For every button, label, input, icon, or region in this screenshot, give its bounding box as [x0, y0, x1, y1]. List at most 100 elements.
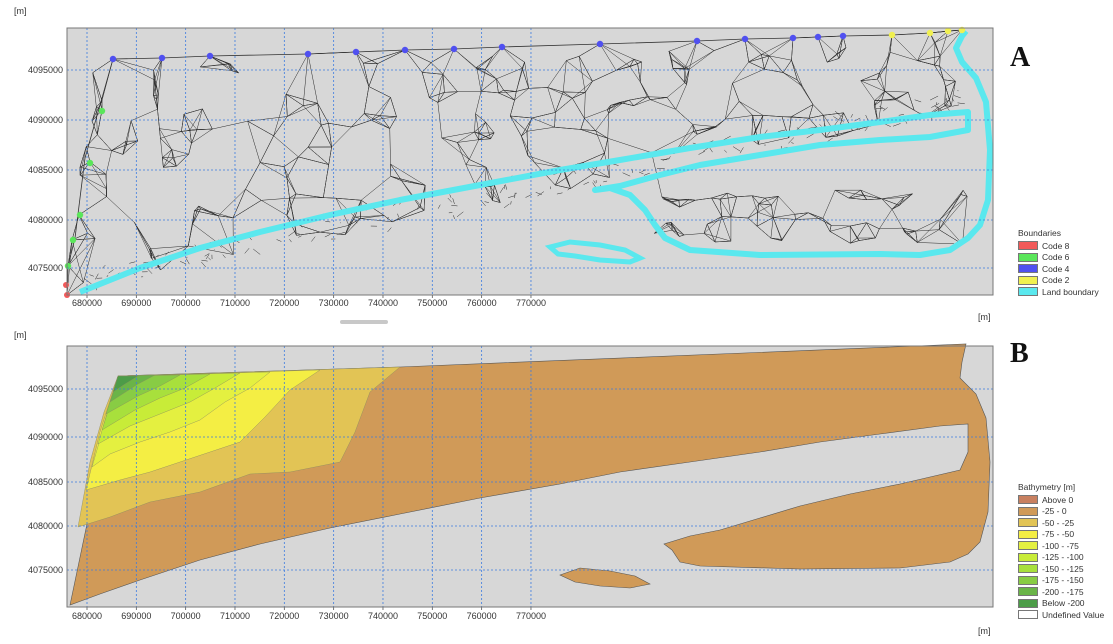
mesh-edge [572, 98, 585, 119]
mesh-edge [181, 129, 198, 132]
mesh-edge [452, 198, 455, 205]
mesh-edge [390, 163, 402, 181]
mesh-edge [748, 54, 762, 63]
mesh-edge [97, 109, 103, 135]
mesh-edge [758, 203, 772, 206]
y-unit-label: [m] [14, 330, 27, 340]
mesh-edge [95, 273, 99, 280]
mesh-edge [371, 115, 381, 121]
legend-item: Code 8 [1018, 240, 1099, 252]
legend-item: Code 2 [1018, 275, 1099, 287]
mesh-edge [714, 216, 723, 243]
mesh-edge [744, 38, 770, 57]
mesh-edge [761, 54, 765, 70]
mesh-edge [289, 198, 297, 236]
y-tick-label: 4085000 [28, 165, 63, 175]
mesh-edge [303, 103, 318, 106]
mesh-edge [421, 62, 432, 73]
mesh-edge [874, 90, 885, 101]
mesh-edge [604, 138, 609, 154]
mesh-edge [429, 74, 444, 98]
mesh-edge [860, 72, 880, 81]
mesh-edge [67, 265, 84, 283]
mesh-edge [485, 122, 491, 139]
mesh-edge [377, 49, 406, 64]
mesh-edge [939, 30, 949, 57]
mesh-edge [537, 191, 545, 197]
mesh-edge [429, 92, 445, 98]
mesh-edge [903, 193, 913, 198]
legend-label: Code 2 [1042, 275, 1070, 286]
mesh-edge [660, 158, 668, 161]
mesh-edge [689, 50, 715, 70]
mesh-edge [707, 216, 722, 225]
legend-label: Code 4 [1042, 263, 1070, 274]
mesh-edge [245, 162, 261, 190]
mesh-edge [886, 34, 893, 66]
mesh-edge [672, 68, 687, 85]
mesh-edge [960, 190, 964, 195]
legend-item: Above 0 [1018, 494, 1104, 506]
mesh-edge [671, 222, 685, 236]
mesh-edge [679, 200, 696, 208]
mesh-edge [748, 217, 758, 227]
mesh-edge [153, 95, 158, 110]
mesh-edge [640, 81, 651, 100]
mesh-edge [650, 97, 668, 100]
x-tick-label: 690000 [121, 611, 151, 621]
mesh-edge [917, 55, 941, 61]
mesh-edge [324, 234, 331, 238]
mesh-edge [661, 196, 680, 208]
legend-label: Undefined Value [1042, 609, 1105, 620]
mesh-edge [940, 194, 962, 220]
mesh-edge [247, 116, 288, 122]
mesh-edge [570, 173, 594, 189]
mesh-edge [856, 237, 860, 241]
mesh-edge [808, 115, 824, 119]
mesh-edge [944, 99, 950, 107]
legend-swatch [1018, 241, 1038, 251]
mesh-edge [509, 100, 515, 117]
mesh-edge [111, 144, 127, 151]
legend-label: -75 - -50 [1042, 529, 1075, 540]
mesh-edge [478, 132, 491, 140]
mesh-edge [510, 115, 528, 132]
mesh-edge [360, 215, 385, 219]
legend-swatch [1018, 552, 1038, 562]
x-tick-label: 740000 [368, 298, 398, 308]
boundary-node-code4 [596, 40, 604, 48]
mesh-edge [739, 147, 744, 154]
legend-swatch [1018, 287, 1038, 297]
mesh-edge [404, 49, 423, 73]
plot-frame [66, 345, 994, 608]
mesh-edge [363, 86, 370, 114]
boundary-node-code4 [789, 34, 797, 42]
mesh-edge [578, 43, 601, 57]
mesh-edge [825, 135, 838, 138]
mesh-edge [838, 35, 844, 59]
y-tick-label: 4095000 [28, 384, 63, 394]
legend-label: -150 - -125 [1042, 563, 1084, 574]
mesh-edge [201, 259, 208, 262]
mesh-edge [490, 132, 495, 139]
mesh-edge [527, 155, 564, 169]
mesh-edge [150, 245, 189, 249]
mesh-edge [934, 29, 963, 43]
mesh-edge [643, 172, 650, 176]
mesh-edge [864, 127, 868, 132]
mesh-edge [179, 261, 187, 265]
mesh-edge [83, 278, 92, 285]
mesh-edge [317, 103, 322, 126]
mesh-edge [650, 99, 676, 110]
horizontal-scrollbar[interactable] [340, 320, 388, 324]
mesh-edge [401, 180, 421, 208]
mesh-edge [563, 91, 573, 99]
mesh-edge [848, 189, 861, 199]
mesh-edge [850, 113, 853, 118]
mesh-edge [286, 94, 318, 104]
mesh-edge [838, 47, 847, 59]
mesh-edge [531, 117, 555, 128]
mesh-edge [160, 131, 182, 139]
boundary-node-code6 [69, 236, 77, 244]
mesh-edge [307, 124, 322, 148]
